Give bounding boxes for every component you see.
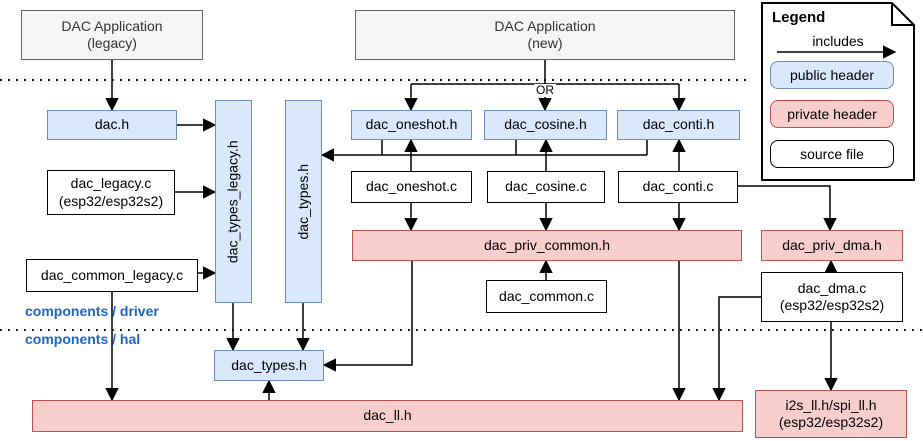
node-dac-priv-common-h: dac_priv_common.h: [352, 230, 742, 261]
edge-conti-c-to-priv-dma: [738, 185, 837, 232]
node-dac-dma-c-line1: dac_dma.c: [797, 279, 867, 296]
layer-separators: [0, 79, 923, 331]
node-dac-h: dac.h: [47, 110, 177, 140]
node-dac-ll-h: dac_ll.h: [32, 400, 743, 432]
node-dac-types-h-driver-label: dac_types.h: [294, 163, 311, 240]
node-dac-conti-h: dac_conti.h: [617, 110, 740, 140]
legend-outline: [761, 2, 915, 181]
node-dac-types-legacy-h: dac_types_legacy.h: [215, 100, 252, 303]
legend: Legend includes public header private he…: [762, 3, 914, 180]
edge-header-stubs: [381, 140, 648, 155]
node-dac-dma-c: dac_dma.c (esp32/esp32s2): [761, 272, 903, 322]
node-dac-common-legacy-c: dac_common_legacy.c: [26, 259, 198, 292]
legend-private-header-chip: private header: [770, 100, 894, 128]
node-i2s-spi-ll-line1: i2s_ll.h/spi_ll.h: [785, 396, 877, 413]
connector-arrows: [105, 60, 838, 402]
node-dac-legacy-c-line1: dac_legacy.c: [70, 175, 152, 191]
node-dac-common-c: dac_common.c: [486, 280, 607, 313]
node-dac-priv-dma-h: dac_priv_dma.h: [761, 230, 903, 261]
node-dac-legacy-c-line2: (esp32/esp32s2): [58, 192, 164, 209]
node-i2s-spi-ll-line2: (esp32/esp32s2): [778, 414, 884, 430]
app-legacy-line1: DAC Application: [61, 17, 163, 34]
legend-title: Legend: [772, 9, 826, 26]
or-junction-label: OR: [534, 83, 556, 97]
edge-dma-c-to-dac-ll: [712, 296, 761, 402]
app-new-box: DAC Application (new): [355, 10, 735, 60]
node-dac-dma-c-line2: (esp32/esp32s2): [779, 297, 885, 313]
app-legacy-line2: (legacy): [87, 35, 137, 51]
edge-priv-common-to-types-hal: [322, 261, 413, 372]
legend-public-header-chip: public header: [770, 61, 894, 89]
layer-label-hal: components / hal: [25, 331, 141, 347]
app-new-line1: DAC Application: [494, 17, 596, 34]
node-dac-types-legacy-h-label: dac_types_legacy.h: [224, 140, 241, 263]
node-dac-conti-c: dac_conti.c: [618, 171, 738, 203]
legend-includes-label: includes: [812, 33, 864, 49]
connector-segments: [381, 60, 679, 155]
node-dac-oneshot-h: dac_oneshot.h: [351, 110, 472, 140]
node-dac-types-h-driver: dac_types.h: [285, 100, 322, 303]
node-dac-legacy-c: dac_legacy.c (esp32/esp32s2): [47, 170, 175, 215]
node-dac-oneshot-c: dac_oneshot.c: [351, 171, 472, 203]
layer-label-driver: components / driver: [25, 303, 159, 319]
app-legacy-box: DAC Application (legacy): [21, 10, 203, 60]
node-dac-types-h-hal: dac_types.h: [214, 350, 324, 381]
legend-source-file-chip: source file: [770, 140, 894, 168]
node-dac-cosine-h: dac_cosine.h: [484, 110, 607, 140]
node-i2s-spi-ll-h: i2s_ll.h/spi_ll.h (esp32/esp32s2): [755, 390, 907, 438]
legend-fold-corner: [891, 3, 914, 26]
app-new-line2: (new): [527, 35, 563, 51]
node-dac-cosine-c: dac_cosine.c: [487, 171, 605, 203]
